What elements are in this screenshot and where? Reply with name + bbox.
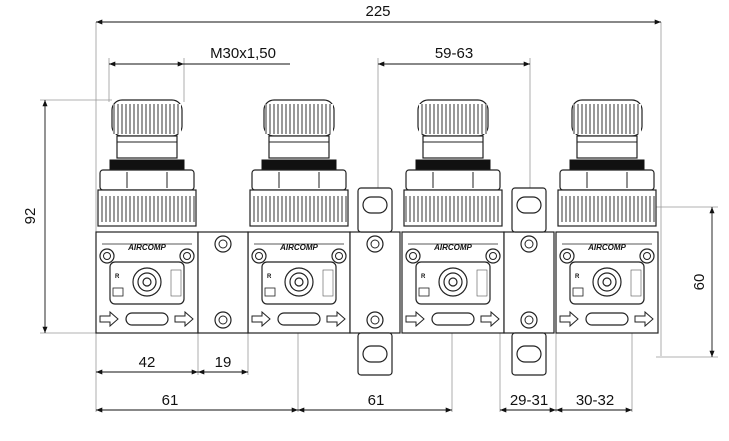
regulator-module: AIRCOMP R xyxy=(95,99,199,334)
dim-module-pitch-center: 61 xyxy=(368,392,385,409)
gauge-port xyxy=(438,267,468,297)
manifold-connector xyxy=(503,187,555,376)
flow-arrow-icon xyxy=(559,310,579,328)
dim-total-height: 92 xyxy=(22,208,39,225)
flow-arrow-icon xyxy=(405,310,425,328)
bolt-head xyxy=(559,248,575,264)
bolt-head xyxy=(639,248,655,264)
spec-label xyxy=(630,269,642,297)
bolt-head xyxy=(520,311,538,329)
dim-thread: M30x1,50 xyxy=(210,45,276,62)
gauge-port xyxy=(132,267,162,297)
knob-collar xyxy=(576,135,638,159)
bolt-head xyxy=(251,248,267,264)
dim-knob-pitch: 59-63 xyxy=(435,45,473,62)
thread-ring xyxy=(261,159,337,171)
flow-arrow-icon xyxy=(251,310,271,328)
lock-nut xyxy=(559,169,655,191)
dim-body-width: 42 xyxy=(139,354,156,371)
spec-label xyxy=(476,269,488,297)
bonnet-ribs xyxy=(251,196,347,222)
knob-grip xyxy=(573,104,641,134)
brand-logo: AIRCOMP xyxy=(433,243,472,252)
dim-module-pitch-left: 61 xyxy=(162,392,179,409)
dim-connector-width: 19 xyxy=(215,354,232,371)
flow-slot xyxy=(125,312,169,326)
gauge-port xyxy=(284,267,314,297)
knob-grip xyxy=(265,104,333,134)
knob-grip xyxy=(419,104,487,134)
padlock-icon xyxy=(112,287,124,297)
regulator-assembly: AIRCOMP R AIRCOMP R AIRCOMP R AIRCOMP R xyxy=(95,99,659,376)
lock-nut xyxy=(251,169,347,191)
bracket-slot xyxy=(362,196,388,214)
gauge-port xyxy=(592,267,622,297)
bolt-head xyxy=(405,248,421,264)
bolt-head xyxy=(331,248,347,264)
bolt-head xyxy=(99,248,115,264)
extension-lines xyxy=(40,22,718,412)
manifold-connector xyxy=(349,187,401,376)
flow-arrow-icon xyxy=(480,310,500,328)
gauge-label: R xyxy=(115,274,120,280)
regulator-module: AIRCOMP R xyxy=(401,99,505,334)
flow-arrow-icon xyxy=(326,310,346,328)
regulator-module: AIRCOMP R xyxy=(555,99,659,334)
thread-ring xyxy=(415,159,491,171)
knob-grip xyxy=(113,104,181,134)
knob-collar xyxy=(422,135,484,159)
gauge-label: R xyxy=(575,274,580,280)
padlock-icon xyxy=(264,287,276,297)
brand-logo: AIRCOMP xyxy=(279,243,318,252)
gauge-label: R xyxy=(421,274,426,280)
regulator-module: AIRCOMP R xyxy=(247,99,351,334)
bolt-head xyxy=(366,235,384,253)
flow-slot xyxy=(277,312,321,326)
padlock-icon xyxy=(418,287,430,297)
bracket-slot xyxy=(516,196,542,214)
bracket-slot xyxy=(362,345,388,363)
spec-label xyxy=(322,269,334,297)
bolt-head xyxy=(214,235,232,253)
lock-nut xyxy=(99,169,195,191)
flow-slot xyxy=(585,312,629,326)
bonnet-ribs xyxy=(405,196,501,222)
flow-slot xyxy=(431,312,475,326)
dim-body-height: 60 xyxy=(691,274,708,291)
thread-ring xyxy=(569,159,645,171)
flow-arrow-icon xyxy=(634,310,654,328)
thread-ring xyxy=(109,159,185,171)
lock-nut xyxy=(405,169,501,191)
bolt-head xyxy=(366,311,384,329)
bonnet-ribs xyxy=(559,196,655,222)
flow-arrow-icon xyxy=(174,310,194,328)
gauge-label: R xyxy=(267,274,272,280)
knob-collar xyxy=(268,135,330,159)
dim-end-offset: 30-32 xyxy=(576,392,614,409)
brand-logo: AIRCOMP xyxy=(587,243,626,252)
knob-collar xyxy=(116,135,178,159)
bolt-head xyxy=(485,248,501,264)
dim-connector-span: 29-31 xyxy=(510,392,548,409)
brand-logo: AIRCOMP xyxy=(127,243,166,252)
bonnet-ribs xyxy=(99,196,195,222)
flow-arrow-icon xyxy=(99,310,119,328)
bracket-slot xyxy=(516,345,542,363)
spec-label xyxy=(170,269,182,297)
bolt-head xyxy=(214,311,232,329)
bolt-head xyxy=(179,248,195,264)
manifold-connector xyxy=(197,231,249,334)
dim-overall-width: 225 xyxy=(365,3,390,20)
padlock-icon xyxy=(572,287,584,297)
dimension-lines xyxy=(42,19,715,413)
bolt-head xyxy=(520,235,538,253)
